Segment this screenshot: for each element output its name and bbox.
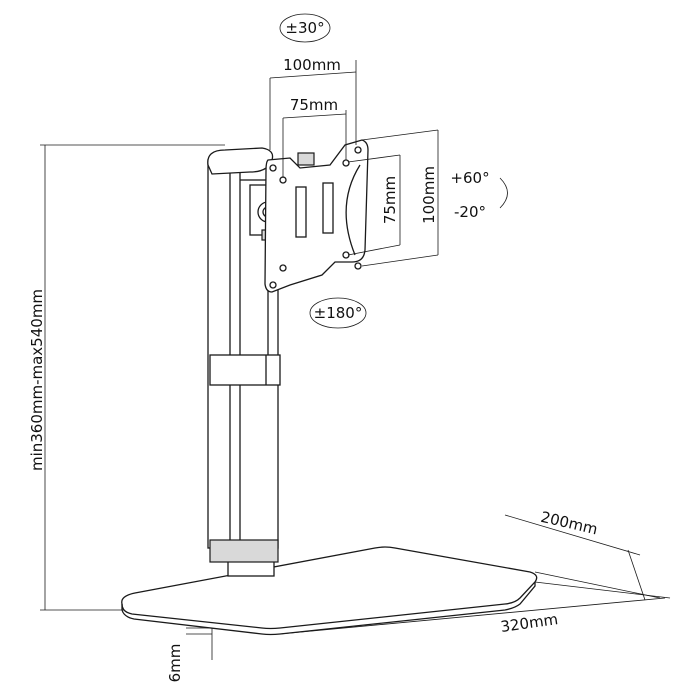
label-tilt-side: ±30° bbox=[285, 19, 324, 37]
label-vesa-outer-width: 100mm bbox=[283, 56, 341, 74]
label-base-width: 320mm bbox=[499, 610, 559, 636]
label-rotation: ±180° bbox=[314, 304, 363, 322]
label-height-range: min360mm-max540mm bbox=[28, 289, 46, 471]
label-vesa-inner-width: 75mm bbox=[290, 96, 338, 114]
tilt-arrow-icon bbox=[499, 177, 508, 209]
vesa-dimension-lines bbox=[269, 60, 439, 267]
label-vesa-inner-height: 75mm bbox=[381, 176, 399, 224]
vesa-plate bbox=[264, 139, 369, 293]
rotation-arrow-icon bbox=[309, 297, 367, 329]
label-tilt-up: +60° bbox=[450, 169, 489, 187]
base-dimension-lines bbox=[279, 514, 671, 635]
height-dimension bbox=[40, 144, 225, 611]
label-vesa-outer-height: 100mm bbox=[420, 166, 438, 224]
label-base-thickness: 6mm bbox=[166, 644, 184, 683]
swivel-arrow-icon bbox=[279, 13, 331, 43]
label-tilt-down: -20° bbox=[454, 203, 486, 221]
base-plate bbox=[121, 546, 538, 660]
